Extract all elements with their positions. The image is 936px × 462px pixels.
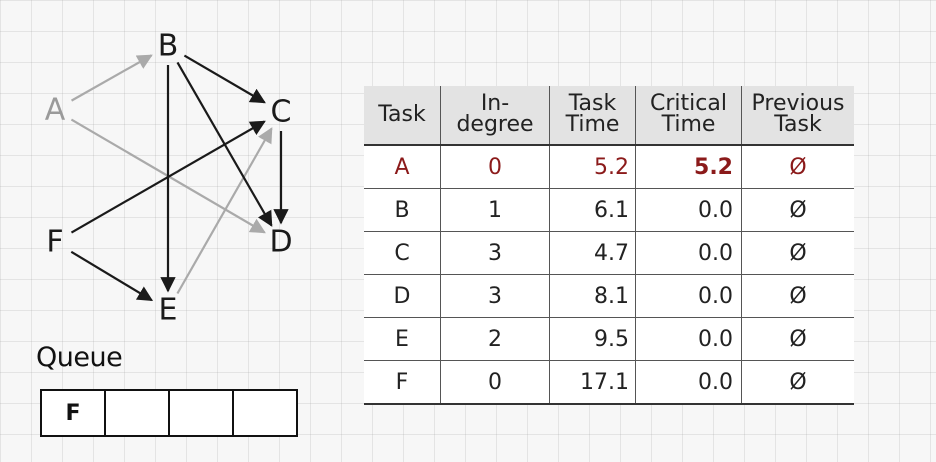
edge-b-c (183, 54, 266, 104)
cell-previous-task: Ø (741, 274, 854, 318)
cell-indegree: 0 (440, 360, 550, 405)
header-task: Task (364, 86, 441, 146)
queue-label: Queue (36, 342, 123, 373)
cell-indegree: 2 (440, 317, 550, 361)
cell-task-time: 5.2 (549, 144, 636, 189)
cell-task: A (364, 144, 441, 189)
queue: F (40, 389, 298, 437)
cell-previous-task: Ø (741, 231, 854, 275)
cell-task-time: 17.1 (549, 360, 636, 405)
cell-critical-time: 0.0 (635, 231, 742, 275)
cell-previous-task: Ø (741, 317, 854, 361)
edge-f-e (70, 250, 154, 302)
edge-e-c (176, 127, 273, 295)
cell-critical-time: 5.2 (635, 144, 742, 189)
cell-indegree: 3 (440, 231, 550, 275)
cell-task-time: 4.7 (549, 231, 636, 275)
cell-critical-time: 0.0 (635, 188, 742, 232)
cell-previous-task: Ø (741, 144, 854, 189)
cell-critical-time: 0.0 (635, 360, 742, 405)
cell-task: B (364, 188, 441, 232)
node-f: F (46, 225, 63, 260)
queue-slot: F (42, 391, 106, 435)
node-b: B (158, 29, 179, 64)
cell-critical-time: 0.0 (635, 317, 742, 361)
cell-previous-task: Ø (741, 360, 854, 405)
cell-task-time: 8.1 (549, 274, 636, 318)
cell-indegree: 3 (440, 274, 550, 318)
cell-critical-time: 0.0 (635, 274, 742, 318)
cell-task-time: 9.5 (549, 317, 636, 361)
cell-indegree: 1 (440, 188, 550, 232)
node-e: E (159, 293, 178, 328)
cell-task-time: 6.1 (549, 188, 636, 232)
cell-task: E (364, 317, 441, 361)
queue-slot (106, 391, 170, 435)
cell-previous-task: Ø (741, 188, 854, 232)
header-indegree: In-degree (440, 86, 550, 146)
queue-slot (170, 391, 234, 435)
cell-task: F (364, 360, 441, 405)
cell-indegree: 0 (440, 144, 550, 189)
dependency-graph: A B C D E F (45, 29, 293, 328)
cell-task: C (364, 231, 441, 275)
node-a: A (45, 93, 66, 128)
queue-slot (234, 391, 296, 435)
node-c: C (271, 95, 292, 130)
cell-task: D (364, 274, 441, 318)
edge-a-b (70, 54, 153, 102)
node-d: D (269, 225, 292, 260)
edge-f-c (70, 120, 266, 234)
